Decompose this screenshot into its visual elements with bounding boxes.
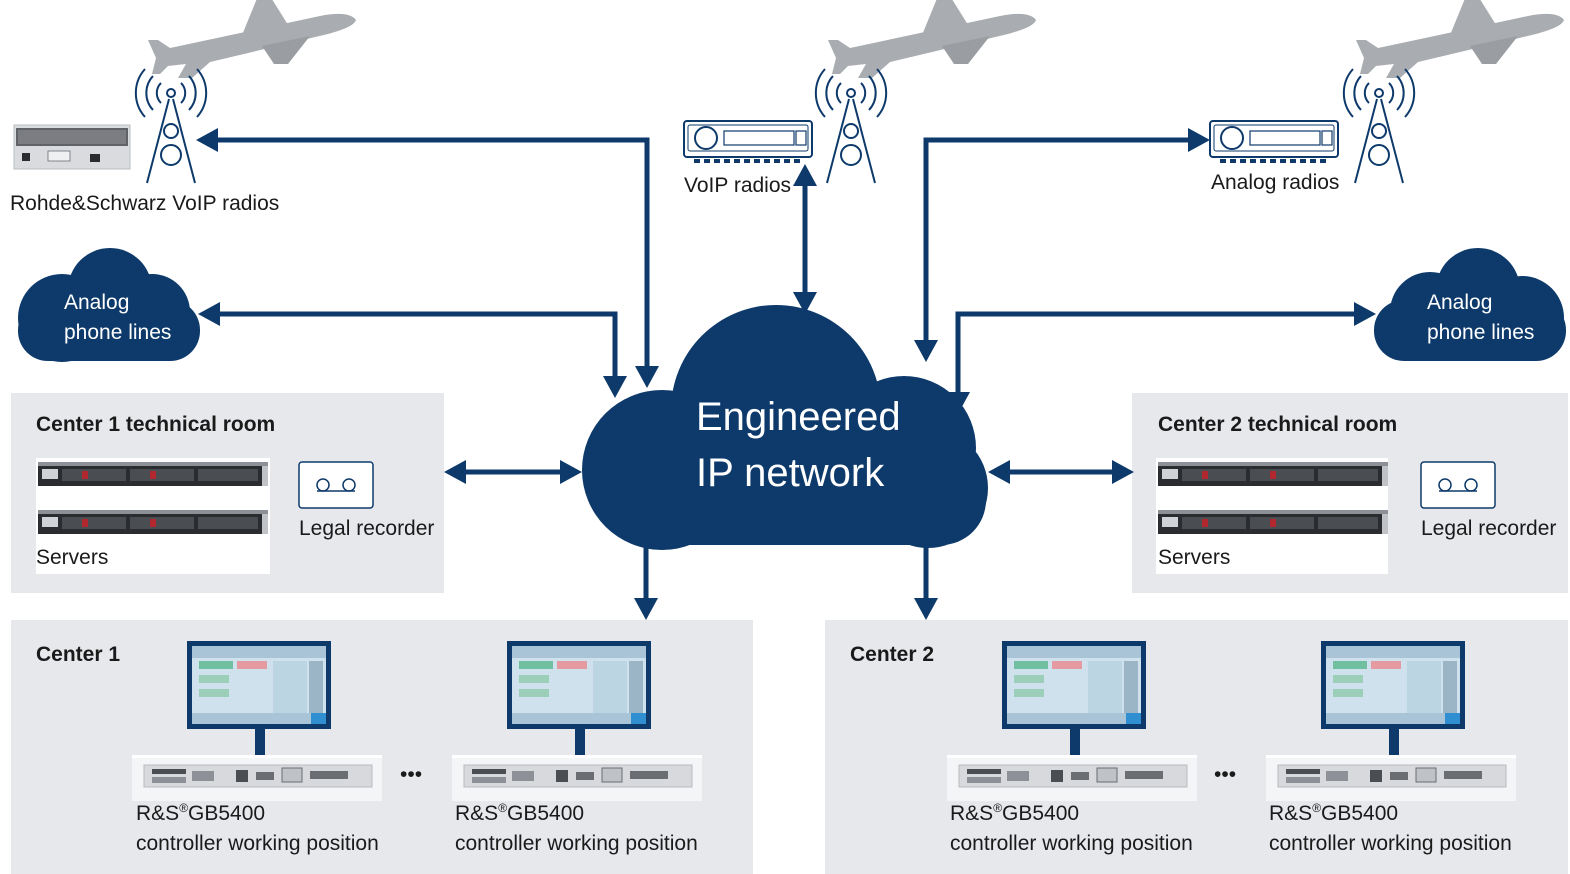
- center2-tech-room-title: Center 2 technical room: [1158, 413, 1397, 436]
- rs-voip-radios-label: Rohde&Schwarz VoIP radios: [10, 192, 279, 215]
- ip-network-cloud: [582, 305, 988, 550]
- airplane-icon: [148, 0, 356, 79]
- servers-center1: [36, 458, 270, 574]
- arrowheads: [196, 128, 1376, 620]
- analog-radios-label: Analog radios: [1211, 171, 1339, 194]
- analog-phone-right-line2: phone lines: [1427, 321, 1534, 344]
- position-label-c1-2: controller working position: [455, 832, 698, 855]
- analog-phone-left-line1: Analog: [64, 291, 129, 314]
- center1-title: Center 1: [36, 643, 120, 666]
- connection-arrows: [216, 137, 1356, 600]
- position-label-c1-1: controller working position: [136, 832, 379, 855]
- analog-phone-cloud-right: [1374, 248, 1566, 361]
- legal-recorder-label-center2: Legal recorder: [1421, 517, 1556, 540]
- servers-center2: [1156, 458, 1388, 574]
- analog-phone-left-line2: phone lines: [64, 321, 171, 344]
- product-label-c2-2: R&S®GB5400: [1269, 801, 1398, 825]
- voip-radios-label: VoIP radios: [684, 174, 791, 197]
- position-label-c2-2: controller working position: [1269, 832, 1512, 855]
- servers-label-center1: Servers: [36, 546, 108, 569]
- product-label-c1-2: R&S®GB5400: [455, 801, 584, 825]
- legal-recorder-icon: [298, 461, 374, 509]
- airplane-icon: [828, 0, 1036, 79]
- center1-tech-room-title: Center 1 technical room: [36, 413, 275, 436]
- servers-label-center2: Servers: [1158, 546, 1230, 569]
- radio-tower-icon: [814, 68, 888, 184]
- radio-tower-icon: [1342, 68, 1416, 184]
- rs-voip-radio-device: [13, 124, 131, 170]
- airplane-icon: [1356, 0, 1564, 79]
- ellipsis-center2: •••: [1214, 763, 1236, 786]
- radio-tower-icon: [134, 68, 208, 184]
- network-label-line1: Engineered: [696, 395, 901, 439]
- center2-title: Center 2: [850, 643, 934, 666]
- legal-recorder-icon: [1420, 461, 1496, 509]
- analog-phone-right-line1: Analog: [1427, 291, 1492, 314]
- ellipsis-center1: •••: [400, 763, 422, 786]
- legal-recorder-label-center1: Legal recorder: [299, 517, 434, 540]
- position-label-c2-1: controller working position: [950, 832, 1193, 855]
- product-label-c2-1: R&S®GB5400: [950, 801, 1079, 825]
- analog-radio-icon: [1208, 119, 1340, 163]
- voip-radio-icon: [682, 119, 814, 163]
- product-label-c1-1: R&S®GB5400: [136, 801, 265, 825]
- analog-phone-cloud-left: [18, 248, 200, 362]
- network-label-line2: IP network: [696, 451, 885, 495]
